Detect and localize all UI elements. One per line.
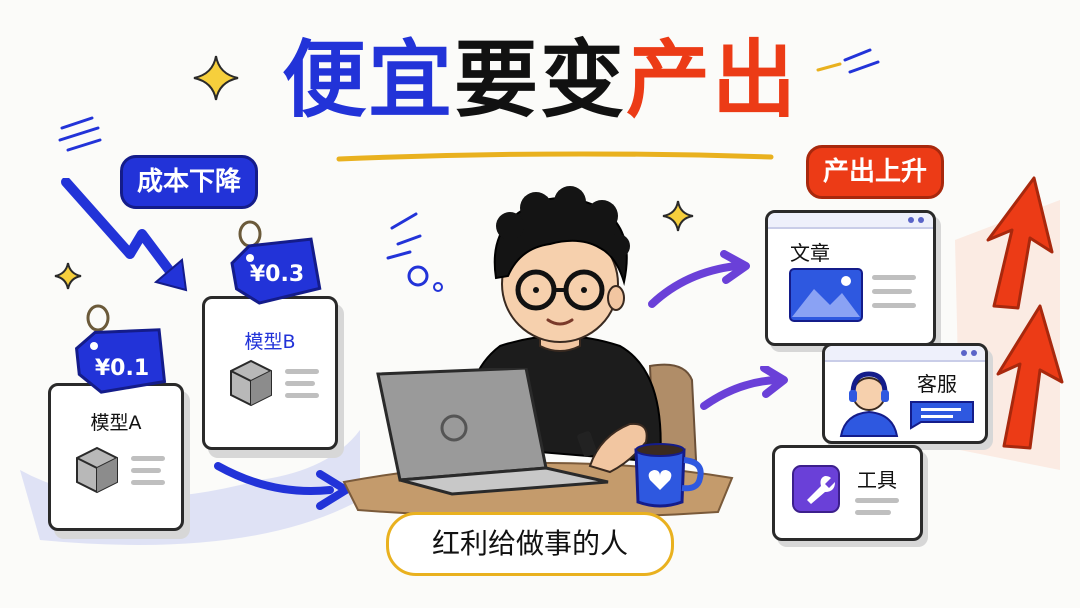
output-up-badge: 产出上升 [806,145,945,199]
service-card: 客服 [822,343,988,444]
sparkle-icon [54,262,82,290]
text-line [285,381,315,386]
text-line [131,468,161,473]
image-icon [789,268,863,322]
arrow-up-icon [996,304,1064,450]
text-line [285,369,319,374]
text-line [855,510,891,515]
service-label: 客服 [917,372,957,396]
price-tag-b [230,220,322,305]
model-a-label: 模型A [90,412,142,434]
bottom-caption-pill: 红利给做事的人 [386,512,674,576]
price-tag-a [74,304,167,394]
headline-char: 便 [281,31,368,129]
text-line [872,289,912,294]
headline-char: 产 [626,31,713,129]
chat-bubble-icon [910,401,974,430]
laptop [376,368,609,496]
text-line [872,303,916,308]
model-a-card: 模型A [48,383,184,531]
arrow-down-icon [61,178,188,292]
text-line [285,393,319,398]
heart-icon [648,470,672,490]
model-b-label: 模型B [244,331,296,353]
sparkle-icon [193,55,239,101]
headline-underline [336,151,774,162]
headset-icon [839,371,899,437]
text-line [131,480,165,485]
headline-char: 变 [540,31,627,129]
text-line [855,498,899,503]
model-b-card: 模型B [202,296,338,450]
cube-icon [230,359,272,407]
cost-down-badge: 成本下降 [120,155,259,209]
price-tag-a-label: ¥0.1 [94,356,150,381]
article-card: 文章 [765,210,936,346]
headline: 便宜要变产出 [0,38,1080,122]
mug [634,443,704,508]
arrow-right-icon [214,462,350,510]
tool-label: 工具 [857,468,897,492]
arrow-right-icon [648,250,750,308]
cube-icon [76,446,118,494]
headline-char: 要 [453,31,540,129]
article-label: 文章 [790,241,830,265]
sparkle-icon [662,200,694,232]
text-line [131,456,165,461]
card-titlebar [768,213,933,229]
price-tag-b-label: ¥0.3 [249,262,305,287]
tool-card: 工具 [772,445,923,541]
headline-char: 出 [712,31,799,129]
arrow-up-icon [986,176,1054,310]
card-titlebar [825,346,985,362]
text-line [872,275,916,280]
arrow-right-icon [700,366,788,410]
headline-char: 宜 [367,31,454,129]
wrench-icon [792,465,840,513]
